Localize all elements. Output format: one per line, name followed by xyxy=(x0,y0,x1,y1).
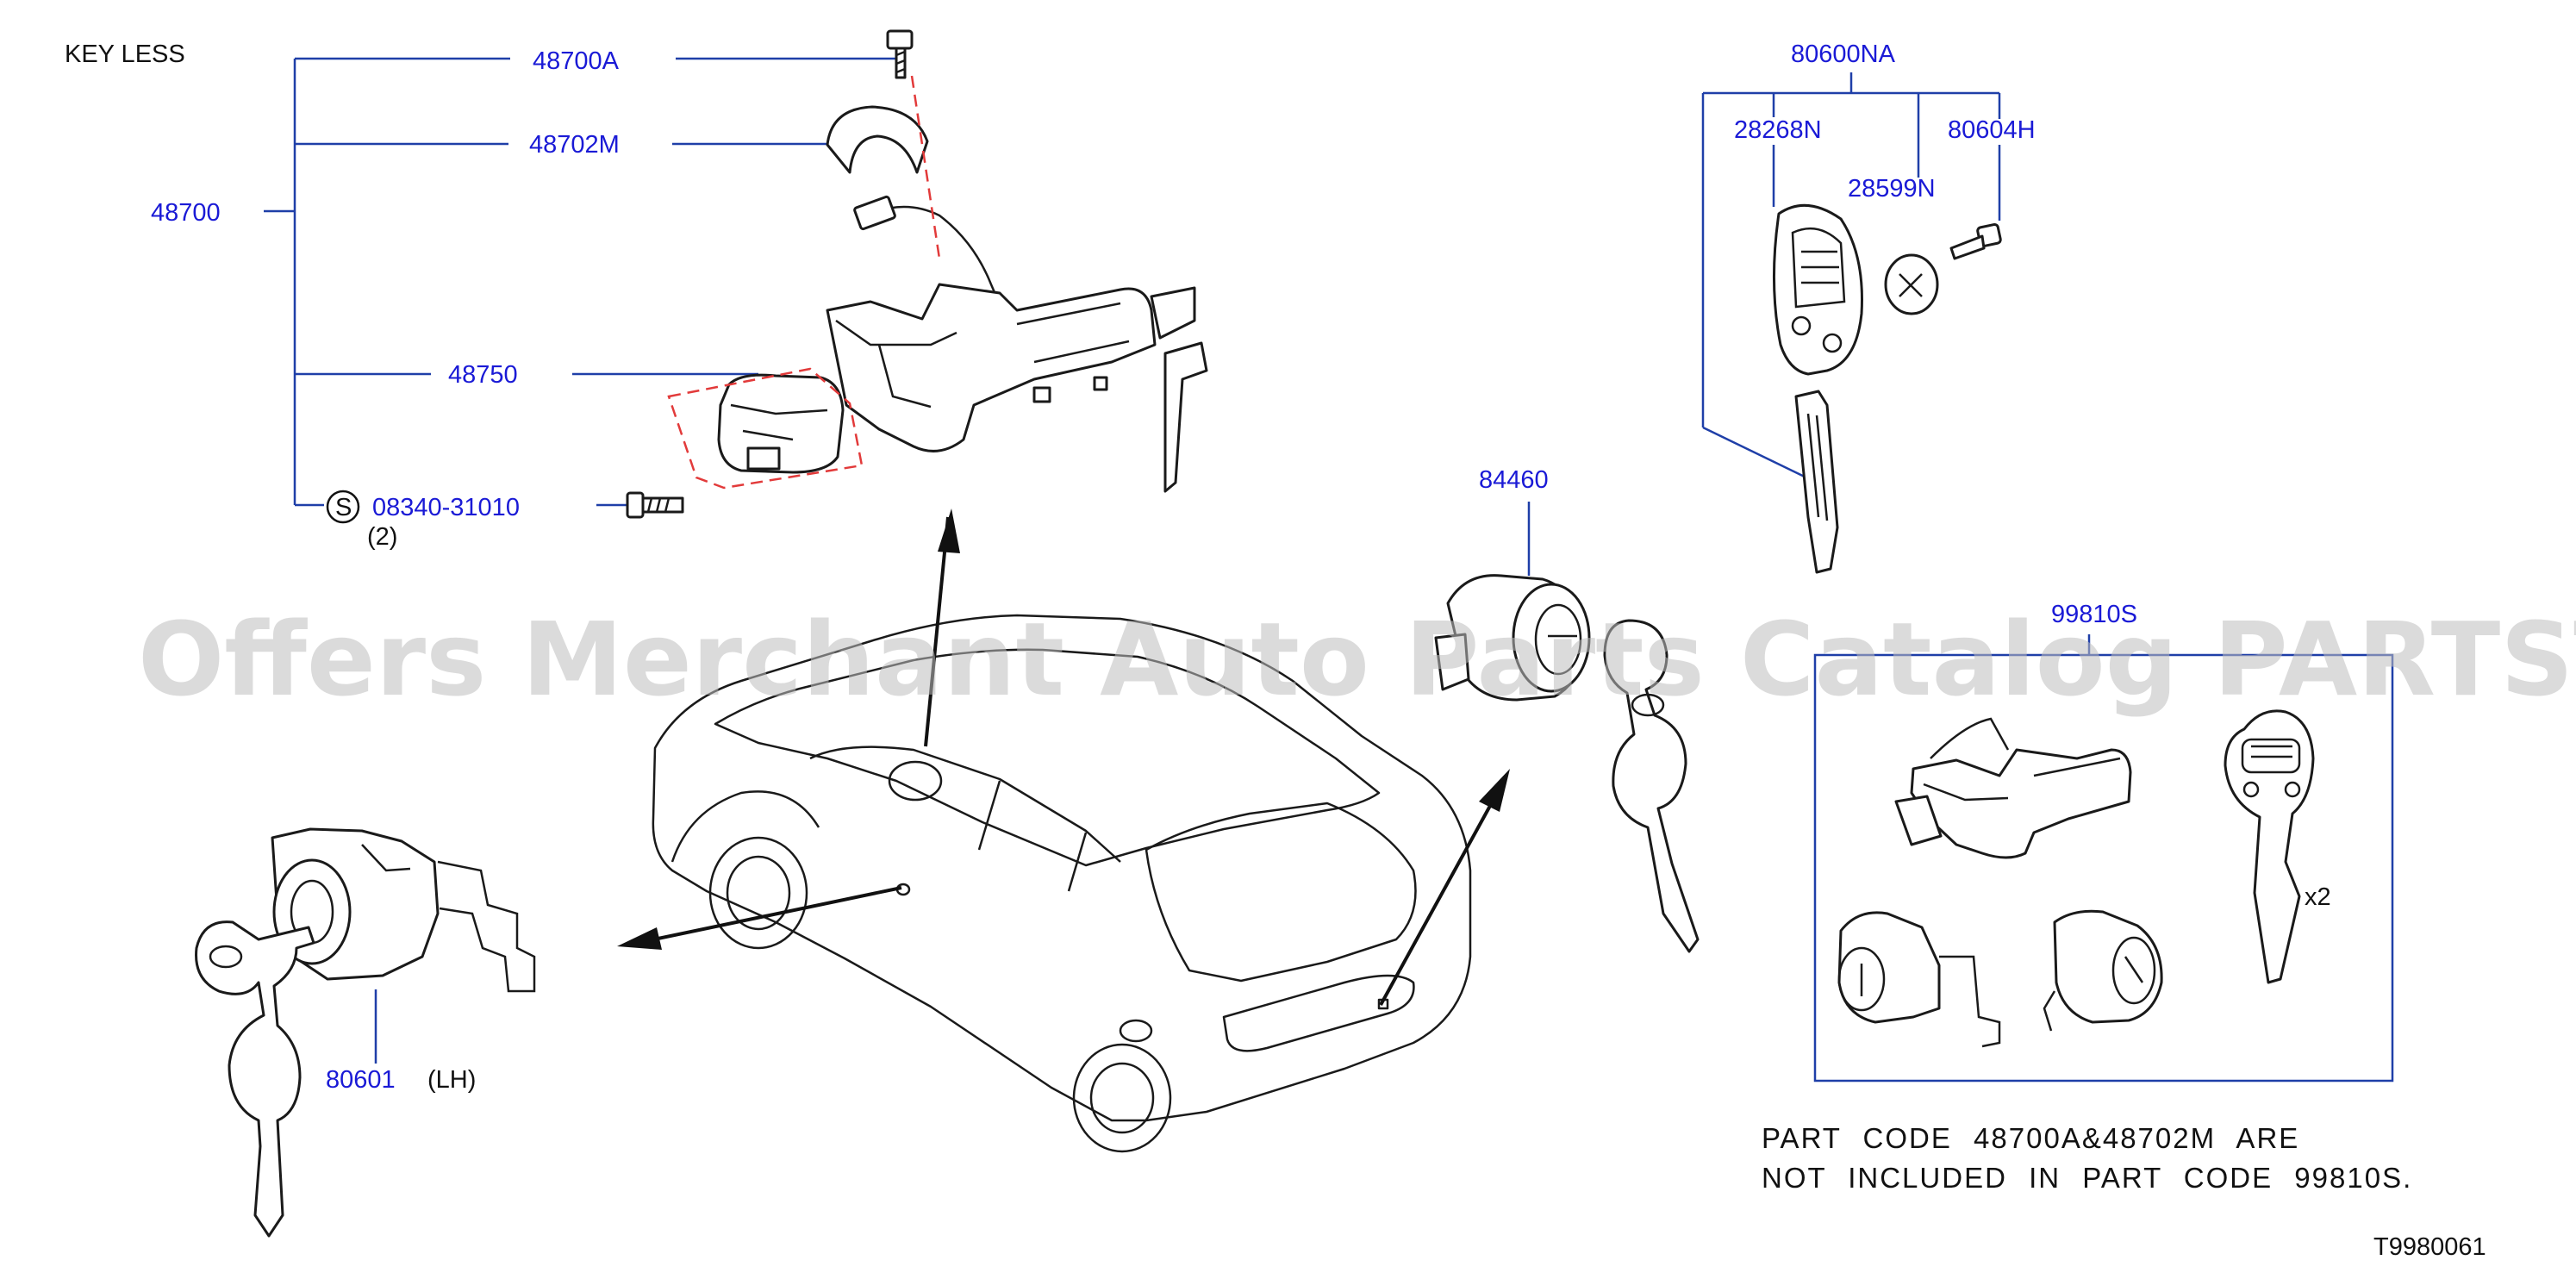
key-blade-80600na xyxy=(1794,390,1839,574)
pointer-arrows xyxy=(617,508,1510,1006)
callout-80601-side: (LH) xyxy=(427,1066,476,1094)
bolt-48700a xyxy=(886,29,914,79)
clamp-48702m xyxy=(826,105,929,174)
leaders-80600na xyxy=(1701,72,2001,483)
battery-28599n xyxy=(1884,253,1939,315)
screw-08340-31010 xyxy=(626,491,684,519)
kit-trunk-cylinder xyxy=(2043,909,2163,1032)
callout-08340-31010[interactable]: 08340-31010 xyxy=(372,494,520,521)
kit-ignition-assembly xyxy=(1894,717,2132,859)
trunk-lock-cylinder-84460[interactable] xyxy=(1434,574,1700,953)
note-line-1: PART CODE 48700A&48702M ARE xyxy=(1762,1122,2299,1154)
callout-48750[interactable]: 48750 xyxy=(448,361,518,389)
note-line-2: NOT INCLUDED IN PART CODE 99810S. xyxy=(1762,1162,2412,1194)
kit-door-cylinder xyxy=(1837,911,2001,1048)
callout-84460[interactable]: 84460 xyxy=(1479,466,1549,494)
keys-quantity: x2 xyxy=(2305,883,2331,911)
callout-48702m[interactable]: 48702M xyxy=(529,131,620,159)
service-symbol: S xyxy=(335,494,352,521)
callout-80600na[interactable]: 80600NA xyxy=(1791,41,1896,68)
keyless-label: KEY LESS xyxy=(65,41,185,68)
remote-head-28268n xyxy=(1772,203,1863,376)
door-lock-cylinder-80601[interactable] xyxy=(195,827,536,1238)
kit-box-99810s xyxy=(1813,653,2394,1082)
service-symbol-circle xyxy=(326,490,360,524)
kit-key-fob xyxy=(2224,709,2315,984)
callout-28599n[interactable]: 28599N xyxy=(1848,175,1936,203)
callout-80604h[interactable]: 80604H xyxy=(1948,116,2036,144)
watermark: Offers Merchant Auto Parts Catalog PARTS… xyxy=(138,600,2576,719)
callout-99810s[interactable]: 99810S xyxy=(2051,601,2137,628)
callout-48700a[interactable]: 48700A xyxy=(533,47,620,75)
screw-quantity: (2) xyxy=(367,523,397,551)
screw-80604h xyxy=(1949,222,2002,260)
callout-80601[interactable]: 80601 xyxy=(326,1066,396,1094)
ignition-switch-assembly[interactable] xyxy=(667,29,1208,493)
leaders-48700 xyxy=(264,57,896,507)
vehicle-outline xyxy=(652,614,1472,1153)
callout-48700[interactable]: 48700 xyxy=(151,199,221,227)
callout-28268n[interactable]: 28268N xyxy=(1734,116,1822,144)
diagram-code: T9980061 xyxy=(2373,1233,2486,1261)
